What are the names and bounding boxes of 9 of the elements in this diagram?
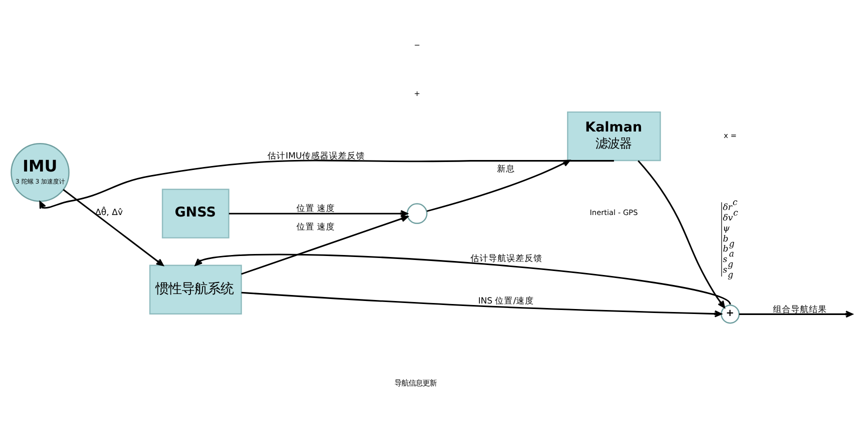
edge-label: 估计导航误差反馈	[470, 253, 543, 264]
edge-label: Δθ̂, Δv̂	[95, 207, 123, 218]
edge-label: 新息	[497, 164, 516, 174]
edge-label: 位置 速度	[296, 222, 336, 232]
edge-label: 位置 速度	[296, 204, 336, 214]
label: ψ	[722, 223, 730, 234]
edge-label: INS 位置/速度	[478, 296, 534, 306]
edge-label: 组合导航结果	[773, 304, 828, 314]
edge-label: 估计IMU传感器误差反馈	[268, 150, 365, 161]
